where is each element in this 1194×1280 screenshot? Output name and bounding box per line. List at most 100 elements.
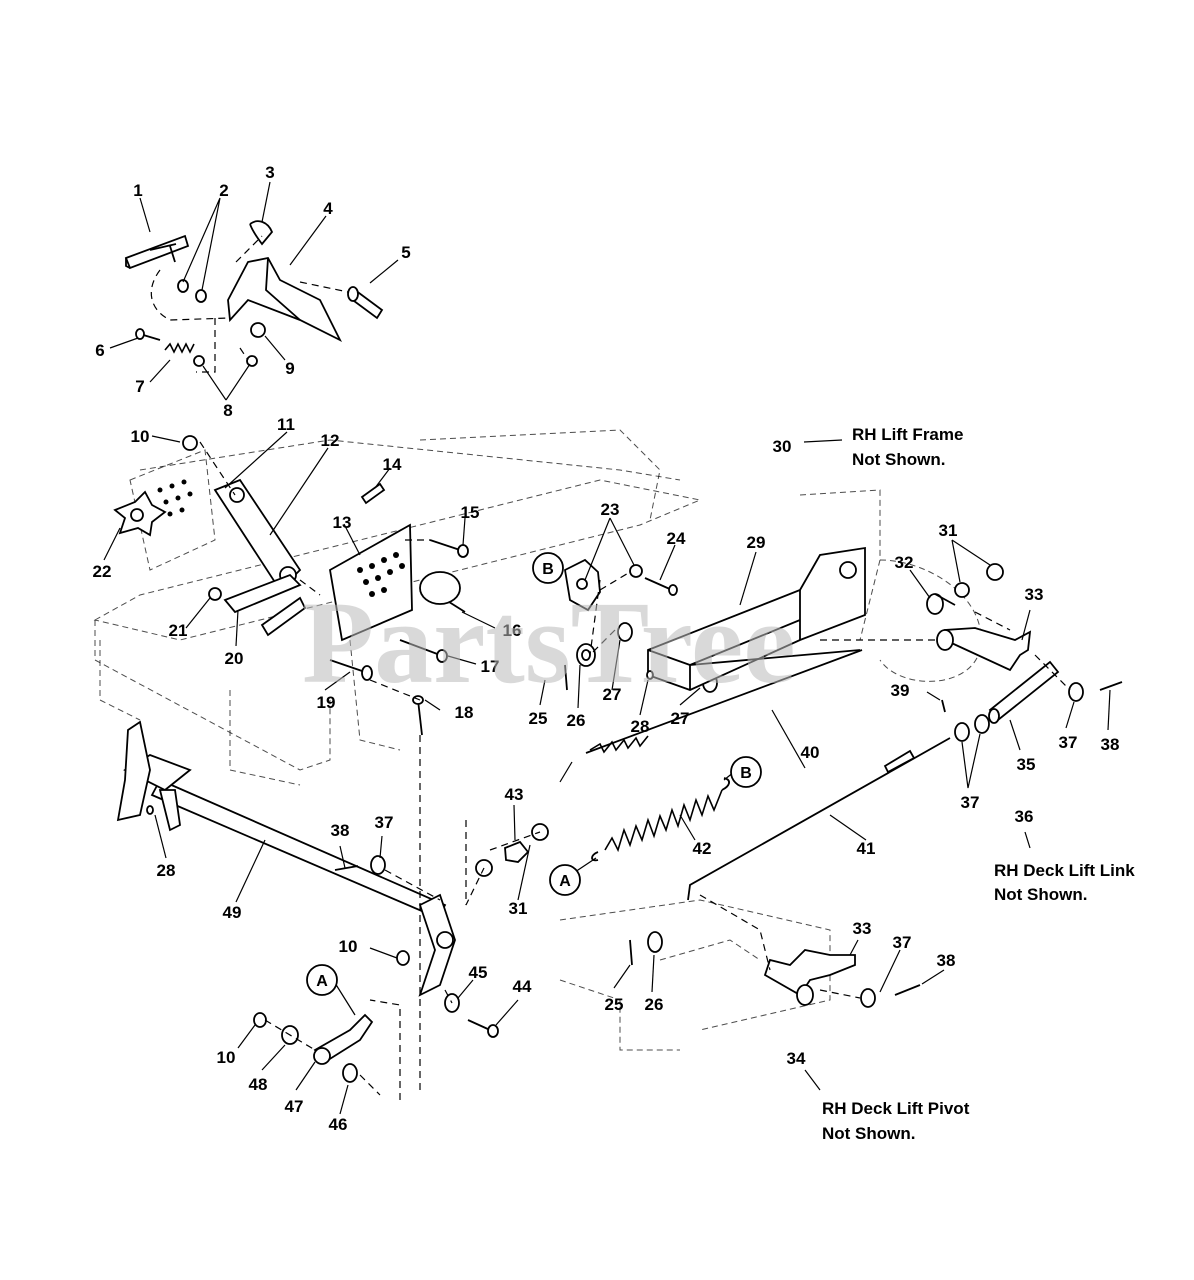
label-22: 22 <box>93 562 112 581</box>
note-rh-deck-lift-pivot: RH Deck Lift Pivot Not Shown. <box>822 1099 970 1143</box>
label-16: 16 <box>503 621 522 640</box>
label-20: 20 <box>225 649 244 668</box>
part-27-bushing-upper <box>617 622 633 642</box>
label-35: 35 <box>1017 755 1036 774</box>
part-10-nut-bottom <box>253 1012 267 1028</box>
part-38-pin-left <box>334 865 359 871</box>
callout-a-circle-spring <box>549 864 581 896</box>
part-14-pin <box>360 482 386 505</box>
part-29-lift-frame <box>647 546 866 691</box>
part-23-knob <box>564 558 643 612</box>
label-37-left: 37 <box>375 813 394 832</box>
part-6-bolt <box>135 328 161 341</box>
part-28-pin <box>146 670 654 815</box>
label-38-right: 38 <box>1101 735 1120 754</box>
part-2-washers <box>177 279 207 303</box>
label-44: 44 <box>513 977 532 996</box>
label-38-lower: 38 <box>937 951 956 970</box>
label-9: 9 <box>285 359 294 378</box>
label-1: 1 <box>133 181 142 200</box>
label-25-upper: 25 <box>529 709 548 728</box>
label-37-lower: 37 <box>893 933 912 952</box>
label-15: 15 <box>461 503 480 522</box>
part-41-rod <box>687 737 951 901</box>
note-rh-lift-frame: RH Lift Frame Not Shown. <box>852 425 963 469</box>
part-13-plate <box>329 523 413 642</box>
callout-a-lower: A <box>316 973 328 990</box>
assembly-dashed-lines <box>150 235 1071 1100</box>
label-27-lower: 27 <box>671 709 690 728</box>
label-33-upper: 33 <box>1025 585 1044 604</box>
label-18: 18 <box>455 703 474 722</box>
part-38-pin-right <box>1099 681 1123 691</box>
part-20-link <box>223 573 307 637</box>
part-number-labels: 1 2 3 4 5 6 7 8 9 10 11 12 14 13 15 22 2… <box>93 163 1120 1134</box>
label-47: 47 <box>285 1097 304 1116</box>
callout-b-spring: B <box>740 765 752 782</box>
part-11-12-lift-arm <box>213 478 302 592</box>
label-32: 32 <box>895 553 914 572</box>
label-31-lower: 31 <box>509 899 528 918</box>
part-47-link <box>313 1013 374 1065</box>
part-25-pin-upper <box>564 664 568 691</box>
label-40: 40 <box>801 743 820 762</box>
callout-b-circle-upper <box>532 552 564 584</box>
part-33-pivot-arm-upper <box>936 627 1032 672</box>
part-49-crossshaft <box>116 720 456 997</box>
label-27-upper: 27 <box>603 685 622 704</box>
part-33-pivot-arm-lower <box>763 949 856 1006</box>
label-3: 3 <box>265 163 274 182</box>
label-28-upper: 28 <box>631 717 650 736</box>
watermark: PartsTree <box>302 577 796 708</box>
part-46-bushing <box>342 1063 358 1083</box>
label-10-mid: 10 <box>339 937 358 956</box>
label-37-mid: 37 <box>961 793 980 812</box>
label-31-upper: 31 <box>939 521 958 540</box>
part-17-bolt <box>399 639 448 663</box>
label-7: 7 <box>135 377 144 396</box>
label-19: 19 <box>317 693 336 712</box>
part-26-washer-lower <box>647 931 663 953</box>
label-39: 39 <box>891 681 910 700</box>
part-19-bolt <box>329 659 373 681</box>
label-41: 41 <box>857 839 876 858</box>
note-rh-deck-lift-link-line2: Not Shown. <box>994 885 1087 904</box>
label-17: 17 <box>481 657 500 676</box>
label-8: 8 <box>223 401 232 420</box>
part-10-nut <box>182 435 198 451</box>
callout-b-upper: B <box>542 561 554 578</box>
note-rh-lift-frame-line2: Not Shown. <box>852 450 945 469</box>
label-30: 30 <box>773 437 792 456</box>
label-42: 42 <box>693 839 712 858</box>
part-7-spring <box>164 342 195 354</box>
note-rh-deck-lift-link-line1: RH Deck Lift Link <box>994 861 1135 880</box>
label-29: 29 <box>747 533 766 552</box>
label-43: 43 <box>505 785 524 804</box>
part-32-pivot <box>926 593 956 615</box>
label-10-top: 10 <box>131 427 150 446</box>
part-9-bushing <box>250 322 266 338</box>
label-5: 5 <box>401 243 410 262</box>
label-33-lower: 33 <box>853 919 872 938</box>
label-37-right: 37 <box>1059 733 1078 752</box>
callout-a-spring: A <box>559 873 571 890</box>
part-3-cotter-pin <box>249 220 274 246</box>
part-38-pin-lower <box>894 984 921 996</box>
part-37-washer-lower <box>860 988 876 1008</box>
part-1-bracket <box>124 234 190 270</box>
part-10-nut-lower <box>396 950 410 966</box>
label-26-lower: 26 <box>645 995 664 1014</box>
part-15-bolt <box>429 539 469 558</box>
part-21-bushing <box>208 587 222 601</box>
label-4: 4 <box>323 199 333 218</box>
label-49: 49 <box>223 903 242 922</box>
part-37-washer-left <box>370 855 386 875</box>
part-8-nuts <box>193 355 258 367</box>
callout-a-circle-lower <box>306 964 338 996</box>
part-5-pin <box>347 286 384 320</box>
label-48: 48 <box>249 1075 268 1094</box>
label-46: 46 <box>329 1115 348 1134</box>
callout-b-circle-spring <box>730 756 762 788</box>
note-rh-deck-lift-link: RH Deck Lift Link Not Shown. <box>994 861 1135 904</box>
